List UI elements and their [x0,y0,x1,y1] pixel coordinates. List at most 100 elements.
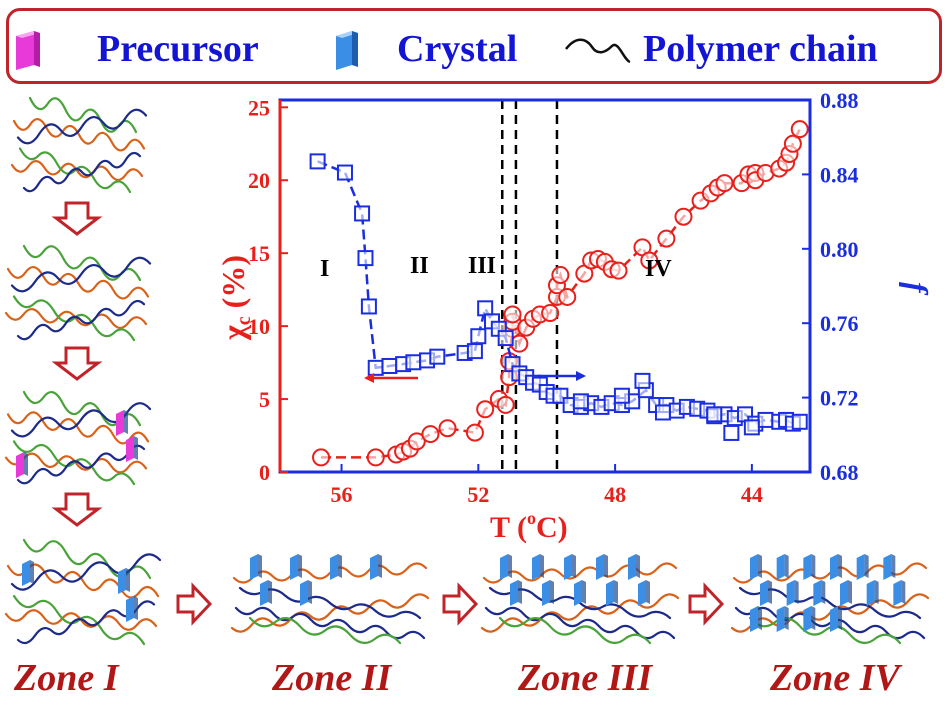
down-arrow-2 [51,346,103,381]
region-label-i: I [320,256,329,282]
orientation-point [336,164,353,181]
crystal-block [638,580,650,606]
orientation-point [613,387,630,404]
orientation-point [791,413,808,430]
precursor-block [116,410,128,436]
crystal-legend-icon [336,31,358,70]
crystal-block [606,580,618,606]
polymer-chain [748,616,902,645]
crystal-block [776,606,789,632]
crystallinity-point [476,400,495,419]
crystallinity-point [407,432,426,451]
polymer-chain [10,553,162,591]
crystal-block [830,606,842,632]
right-y-tick-label: 0.72 [820,386,859,411]
polymer-chain [6,411,150,445]
crystal-block [532,554,544,580]
crystal-block [803,606,816,632]
polymer-chain [12,118,146,152]
crystal-block [290,554,302,580]
crystal-block [126,596,138,622]
crystal-block [574,580,586,606]
polymer-chain-legend-label: Polymer chain [643,28,878,70]
chain-sketches [4,96,930,646]
right-y-tick-label: 0.88 [820,88,859,113]
crystal-block [840,580,852,606]
crystal-block [776,554,789,580]
left-y-tick-label: 0 [259,460,270,485]
right-y-axis-title: f [899,282,935,296]
crystallinity-point [674,207,693,226]
polymer-chain [482,562,678,584]
crystallinity-point [366,448,385,467]
crystal-block [510,580,522,606]
crystal-block [564,554,576,580]
x-tick-label: 48 [604,482,626,507]
crystallinity-point [312,448,331,467]
down-arrow-1 [51,201,103,236]
crystallinity-point [657,229,676,248]
crystallinity-point [558,287,577,306]
orientation-point [723,424,740,441]
orientation-point [757,411,774,428]
orientation-point [381,357,398,374]
x-tick-label: 56 [331,482,353,507]
polymer-chain [6,266,150,300]
crystal-block [118,568,130,594]
crystal-block [628,554,640,580]
down-arrow-3 [51,492,103,527]
polymer-chain [230,593,430,633]
left-y-tick-label: 10 [248,314,270,339]
crystallinity-point [496,395,515,414]
left-y-tick-label: 25 [248,95,270,120]
crystal-block [596,554,608,580]
x-tick-label: 44 [741,482,763,507]
crystal-block [830,554,842,580]
left-y-axis-title: χc (%) [215,255,255,341]
crystal-block [750,554,762,580]
crystal-block [893,580,906,606]
left-y-tick-label: 5 [259,387,270,412]
zone-4-sketch [730,554,930,645]
left-y-tick-label: 20 [248,168,270,193]
crystallinity-point [465,423,484,442]
crystal-block [760,580,772,606]
crystallinity-point [790,120,809,139]
process-arrows [51,201,725,626]
x-tick-label: 52 [467,482,489,507]
crystallinity-point [640,251,659,270]
polymer-chain [12,295,136,342]
right-y-tick-label: 0.80 [820,237,859,262]
polymer-chain [10,160,144,182]
orientation-point [466,343,483,360]
orientation-point [743,419,760,436]
crystal-block [803,554,816,580]
orientation-point [497,330,514,347]
crystallinity-point [609,261,628,280]
precursor-legend-label: Precursor [97,28,259,70]
polymer-chain [480,593,680,633]
left-y-tick-label: 15 [248,241,270,266]
orientation-point [405,354,422,371]
region-label-ii: II [410,253,429,279]
precursor-block [126,436,138,462]
crystal-block [542,580,554,606]
crystal-block [866,580,879,606]
legend-box: Precursor Crystal Polymer chain [6,8,942,84]
orientation-point [354,205,371,222]
crystallinity-point [783,134,802,153]
crystal-block [260,580,272,606]
crystal-block [750,606,762,632]
orientation-point [360,298,377,315]
polymer-chain-legend-icon [565,38,631,64]
zone-3-sketch [480,554,680,645]
precursor-legend-icon [16,31,40,70]
polymer-chain [16,108,148,145]
polymer-chain [4,308,148,330]
x-axis-title: T (oC) [490,508,568,544]
right-y-tick-label: 0.84 [820,162,859,187]
orientation-point [654,404,671,421]
orientation-point [367,359,384,376]
crystal-block [813,580,826,606]
